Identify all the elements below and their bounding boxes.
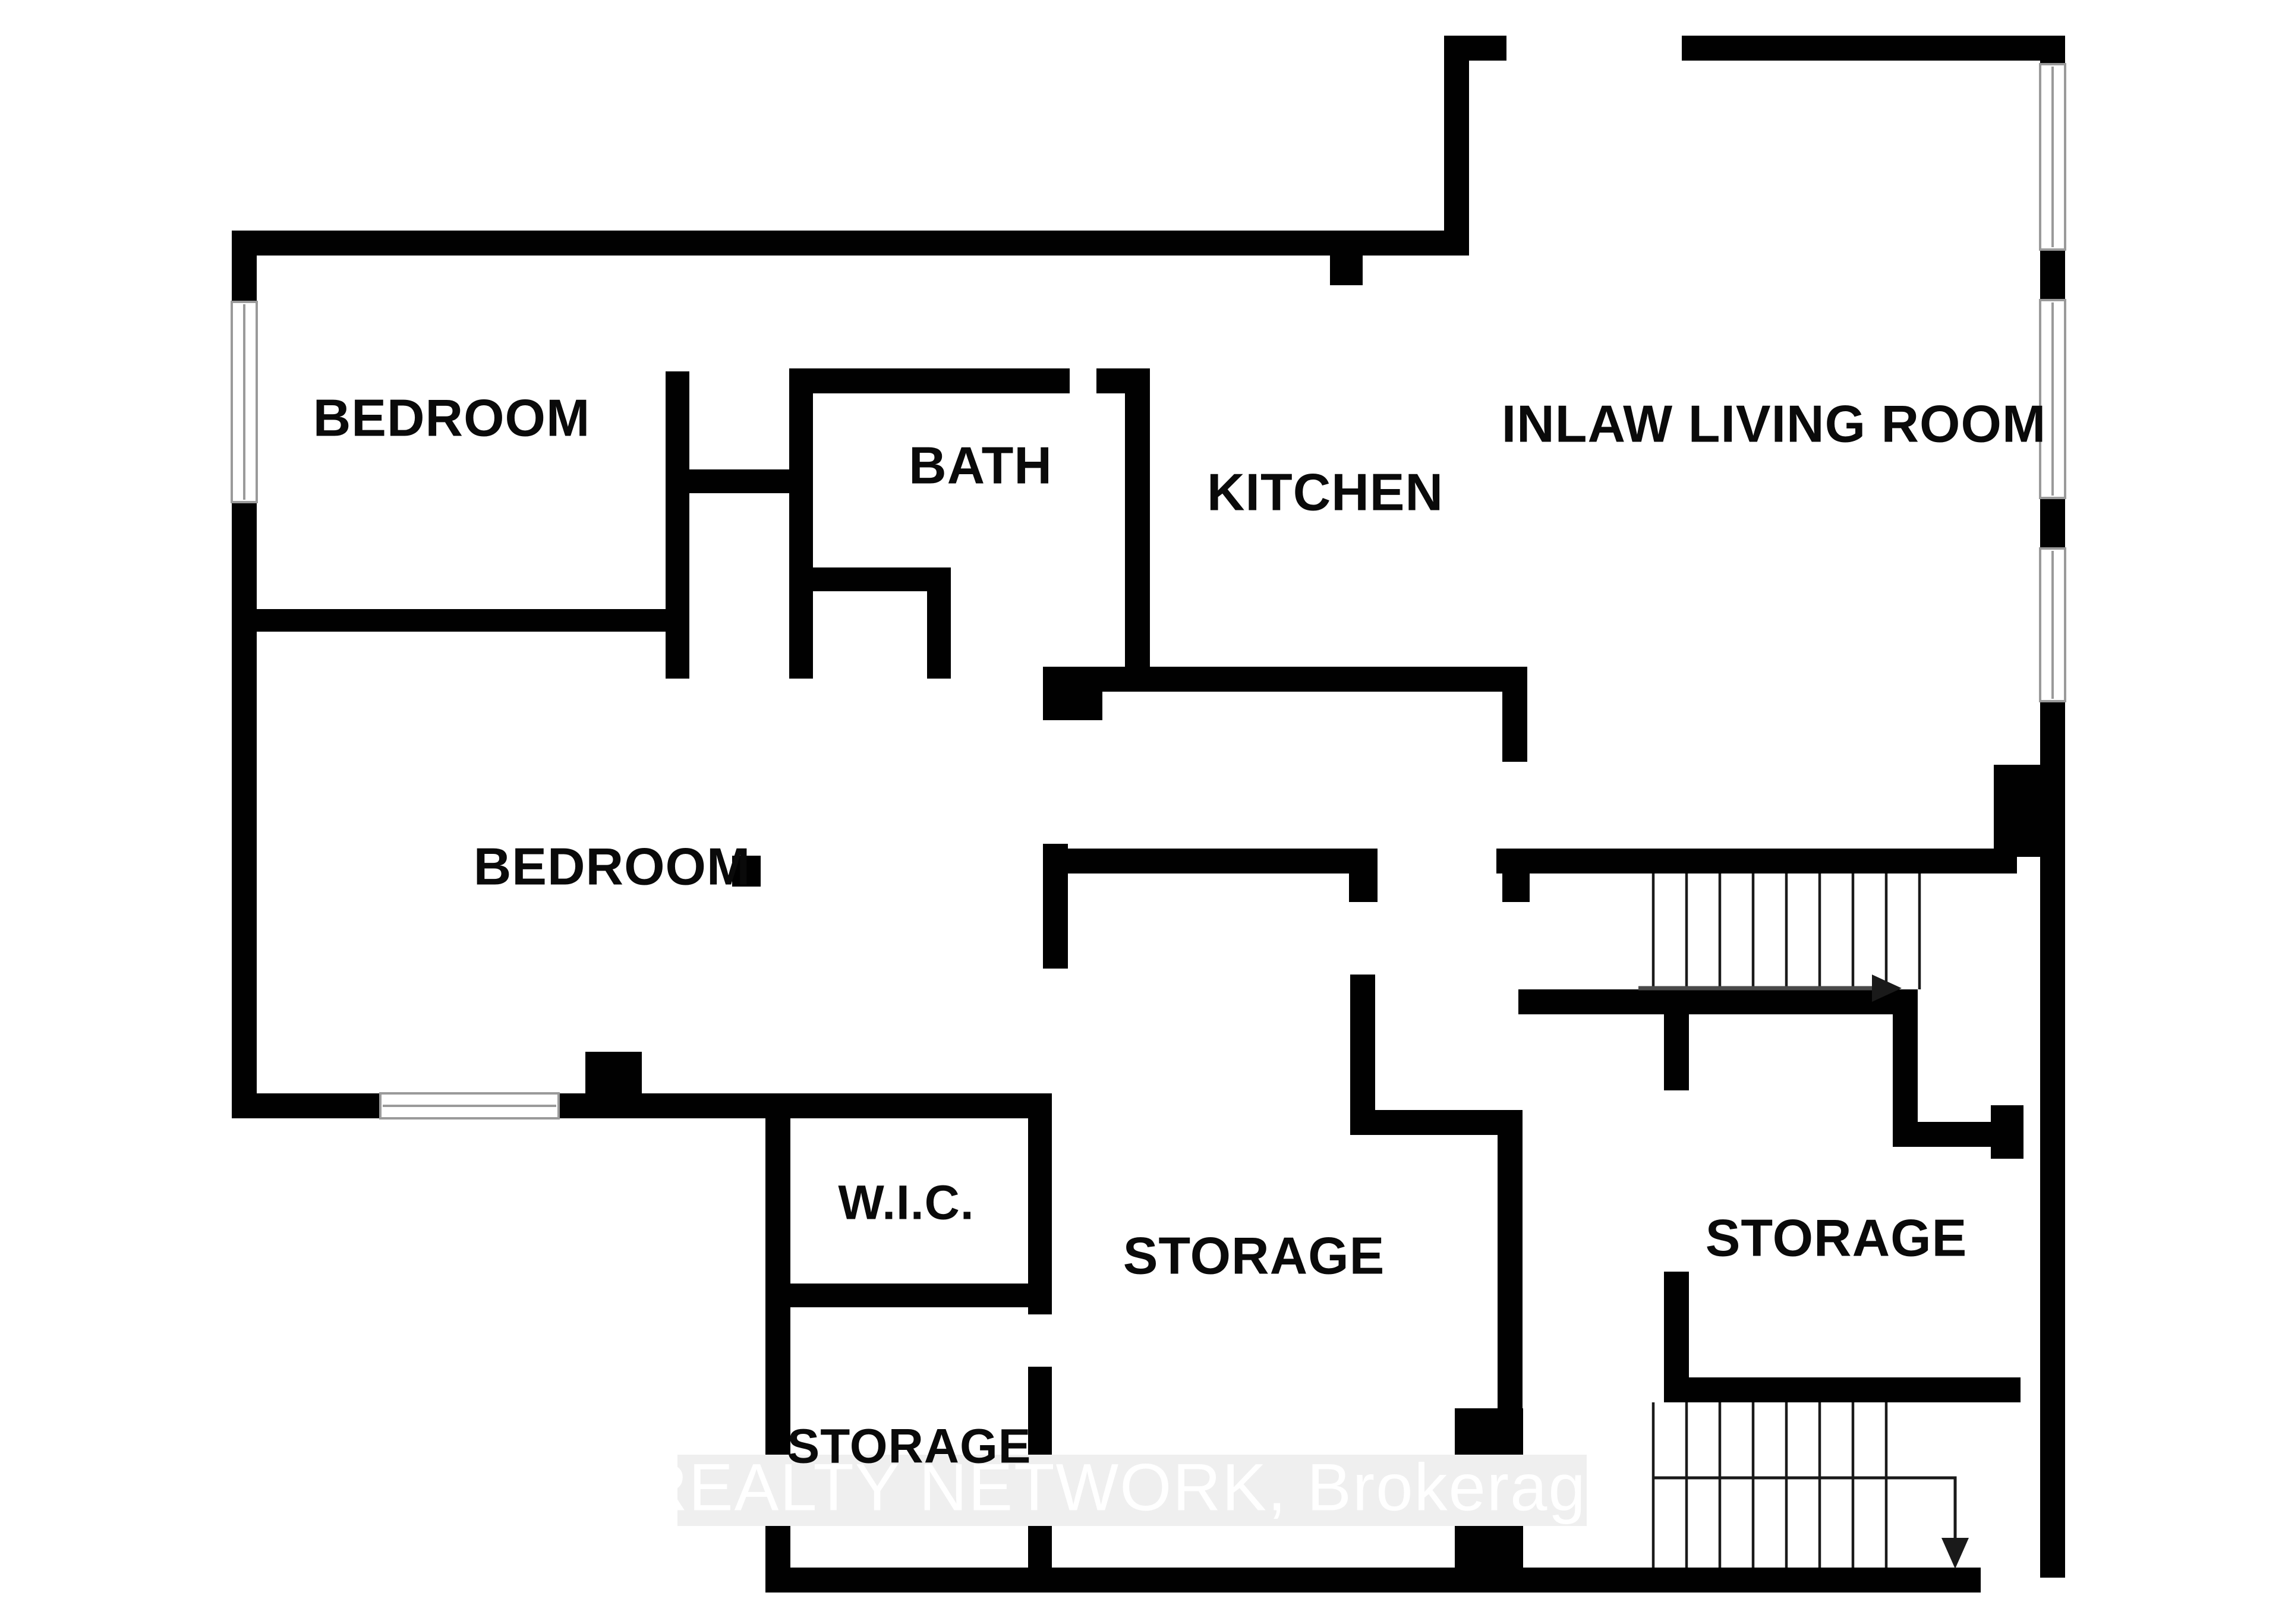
- wall-segment: [666, 469, 808, 493]
- wall-segment: [1893, 989, 1918, 1147]
- wall-segment: [1991, 1105, 2023, 1159]
- wall-segment: [1530, 849, 2017, 874]
- window-left-bedroom: [231, 301, 258, 503]
- wall-segment: [790, 1093, 1052, 1118]
- wall-segment: [1994, 765, 2041, 857]
- stair-arrow-head: [1872, 975, 1902, 1002]
- wall-segment: [1350, 975, 1375, 1135]
- wall-segment: [232, 231, 257, 302]
- wall-segment: [2040, 498, 2065, 548]
- watermark-label: REALTY NETWORK, Brokerage: [639, 1450, 1625, 1525]
- wall-segment: [1330, 231, 1363, 285]
- room-label-storage-lower-left: STORAGE: [787, 1420, 1032, 1474]
- wall-segment: [1043, 667, 1102, 720]
- wall-segment: [1028, 1278, 1052, 1314]
- wall-segment: [789, 368, 1070, 393]
- wall-segment: [232, 231, 1469, 256]
- wall-segment: [789, 368, 813, 677]
- room-label-wic: W.I.C.: [838, 1176, 974, 1230]
- wall-segment: [2040, 250, 2065, 300]
- room-label-inlaw-living-room: INLAW LIVING ROOM: [1502, 394, 2047, 453]
- stairs-lower-right: [1651, 1402, 1969, 1569]
- wall-segment: [1664, 1377, 2021, 1402]
- wall-segment: [1349, 849, 1378, 902]
- wall-segment: [813, 567, 950, 591]
- wall-segment: [242, 609, 670, 632]
- wall-segment: [789, 654, 813, 679]
- stairs-upper-right: [1638, 874, 1921, 1002]
- wall-segment: [1043, 849, 1376, 874]
- room-labels: BEDROOM BATH KITCHEN INLAW LIVING ROOM B…: [313, 388, 2047, 1474]
- exterior-walls: [232, 36, 2065, 1593]
- window-right-middle: [2039, 299, 2066, 499]
- wall-segment: [1639, 1568, 1981, 1593]
- window-left-lower: [379, 1092, 560, 1120]
- window-right-lower: [2039, 547, 2066, 702]
- window-right-upper: [2039, 63, 2066, 251]
- wall-segment: [1043, 667, 1527, 692]
- wall-segment: [1028, 1117, 1052, 1289]
- wall-segment: [2040, 701, 2065, 772]
- room-label-bedroom-lower: BEDROOM: [474, 837, 751, 895]
- wall-segment: [1502, 667, 1527, 762]
- wall-nub: [585, 1052, 642, 1118]
- wall-segment: [1444, 36, 1469, 232]
- bedroom-marker-square: [732, 856, 761, 887]
- wall-segment: [232, 502, 257, 1096]
- room-label-kitchen: KITCHEN: [1207, 462, 1443, 521]
- wall-segment: [1682, 36, 2065, 61]
- wall-segment: [1664, 989, 1689, 1090]
- wall-segment: [927, 654, 951, 679]
- wall-segment: [232, 1093, 380, 1118]
- wall-segment: [765, 1284, 1051, 1307]
- room-label-bath: BATH: [909, 436, 1052, 494]
- wall-segment: [1125, 368, 1150, 677]
- wall-segment: [666, 654, 689, 679]
- wall-segment: [1350, 1110, 1523, 1135]
- wall-segment: [1518, 989, 1915, 1014]
- room-label-bedroom-upper: BEDROOM: [313, 388, 591, 447]
- interior-walls: [242, 368, 2023, 1593]
- windows: [231, 63, 2066, 1120]
- room-label-storage-center: STORAGE: [1123, 1226, 1385, 1285]
- stair-arrow-head: [1941, 1538, 1969, 1569]
- wall-segment: [1502, 849, 1530, 902]
- room-label-storage-right: STORAGE: [1706, 1208, 1968, 1267]
- wall-segment: [2040, 767, 2065, 1578]
- watermark: REALTY NETWORK, Brokerage: [639, 1450, 1625, 1526]
- wall-segment: [2040, 36, 2065, 64]
- wall-segment: [1498, 1110, 1523, 1425]
